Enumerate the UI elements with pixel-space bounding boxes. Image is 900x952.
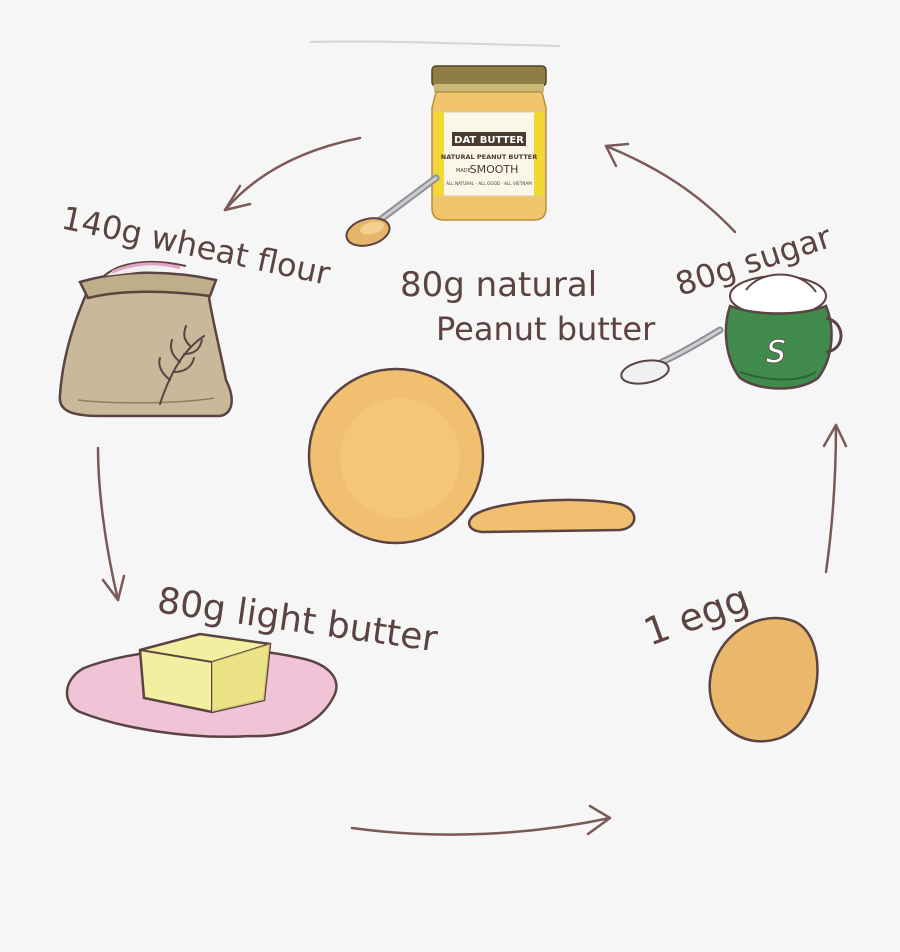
dough-ball-icon	[307, 367, 485, 545]
cookie-icon	[468, 498, 636, 534]
egg-icon	[708, 616, 819, 743]
flour-sack-icon	[58, 260, 233, 418]
arrow-butter-to-egg	[350, 804, 612, 836]
wheat-icon	[158, 325, 205, 405]
peanut-butter-spoon-icon	[345, 174, 440, 247]
faint-stroke	[309, 40, 561, 47]
arrow-sugar-to-jar	[604, 142, 737, 234]
sugar-spoon-icon	[620, 326, 724, 385]
jar-variant-prefix: MADE	[456, 168, 471, 174]
butter-block-icon	[138, 632, 272, 714]
peanut-butter-label-line1: 80g natural	[400, 265, 597, 305]
arrow-jar-to-flour	[223, 136, 362, 212]
jar-variant: SMOOTH	[470, 163, 519, 176]
jar-brand: DAT BUTTER	[454, 135, 524, 146]
sugar-pot-letter: S	[766, 335, 785, 370]
jar-tagline: ALL NATURAL · ALL GOOD · ALL VIETNAM	[446, 181, 532, 186]
jar-product: NATURAL PEANUT BUTTER	[441, 153, 537, 161]
peanut-butter-jar-icon: DAT BUTTER NATURAL PEANUT BUTTER MADE SM…	[431, 65, 547, 221]
peanut-butter-label-line2: Peanut butter	[436, 310, 656, 348]
arrow-flour-to-butter	[96, 446, 126, 602]
sugar-pot-icon: S	[724, 273, 843, 390]
arrow-egg-to-sugar	[822, 423, 848, 574]
